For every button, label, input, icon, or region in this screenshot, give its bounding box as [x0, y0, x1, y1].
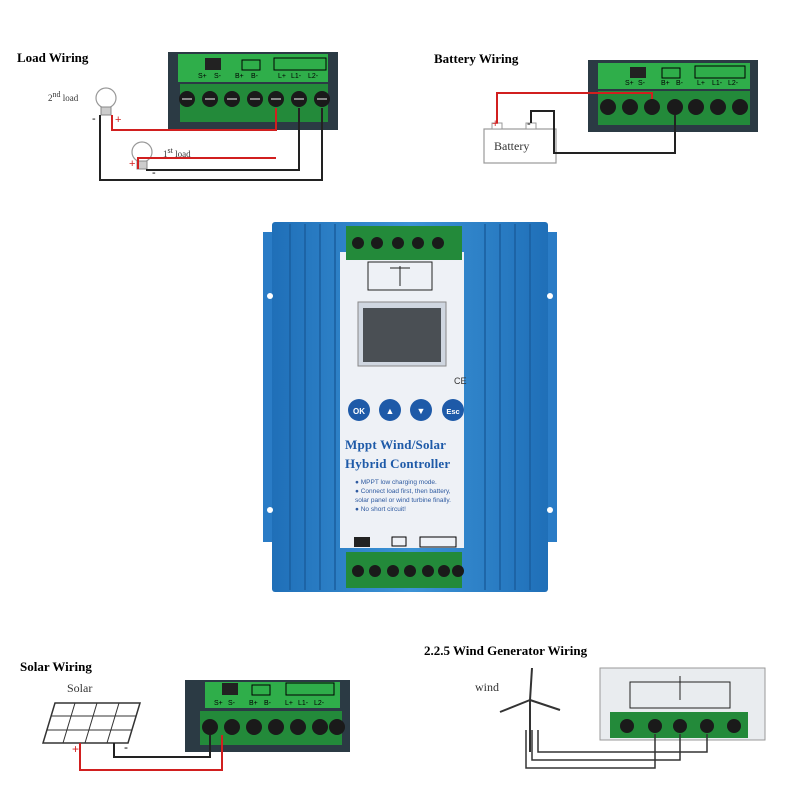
wind-wiring-title: 2.2.5 Wind Generator Wiring	[424, 643, 588, 658]
minus-sign: -	[124, 740, 128, 754]
first-load-label: 1st load	[163, 146, 191, 159]
wind-turbine-symbol	[629, 676, 731, 709]
terminal-label: L+	[285, 700, 293, 707]
lamp-icon	[285, 682, 335, 696]
product-name-line2: Hybrid Controller	[345, 456, 451, 471]
battery-icon	[661, 67, 681, 79]
lamp-icon	[694, 65, 746, 79]
battery-icon	[391, 536, 407, 547]
load-wiring-title: Load Wiring	[17, 50, 89, 65]
ok-button[interactable]: OK	[348, 399, 370, 421]
wind-turbine	[499, 667, 561, 752]
terminal-label: S-	[228, 700, 236, 707]
terminal-label: S-	[638, 80, 646, 87]
minus-sign: -	[527, 118, 531, 130]
battery-icon	[241, 59, 261, 71]
solar-wiring-diagram: S+ S- B+ B- L+ L1- L2- + -	[41, 680, 350, 771]
terminal-label: B-	[251, 73, 259, 80]
ce-mark: CE	[454, 376, 467, 386]
solar-panel-icon	[205, 58, 221, 70]
terminal-label: L1-	[291, 73, 302, 80]
terminal-label: L1-	[298, 700, 309, 707]
plus-sign: +	[72, 742, 79, 756]
battery-icon	[251, 684, 271, 696]
terminal-label: L+	[278, 73, 286, 80]
note-line: ● No short circuit!	[355, 506, 406, 513]
terminal-label: S+	[625, 80, 634, 87]
lamp-icon	[273, 57, 327, 71]
esc-button-label: Esc	[446, 407, 459, 416]
terminal-label: B+	[249, 700, 258, 707]
solar-panel-icon	[354, 537, 370, 547]
plus-sign: +	[129, 158, 135, 170]
minus-sign: -	[92, 113, 96, 125]
terminal-label: L1-	[712, 80, 723, 87]
terminal-label: S+	[198, 73, 207, 80]
second-load-label: 2nd load	[48, 90, 79, 103]
note-line: ● Connect load first, then battery,	[355, 488, 451, 495]
terminal-label: L+	[697, 80, 705, 87]
lamp-icon	[419, 536, 457, 548]
battery-wiring-title: Battery Wiring	[434, 51, 519, 66]
up-button[interactable]: ▲	[379, 399, 401, 421]
terminal-label: L2-	[728, 80, 739, 87]
solar-label: Solar	[67, 681, 93, 695]
minus-sign: -	[152, 167, 156, 179]
solar-panel-icon	[222, 683, 238, 695]
down-arrow-icon: ▼	[417, 406, 426, 416]
ok-button-label: OK	[353, 407, 365, 416]
product-name-line1: Mppt Wind/Solar	[345, 437, 447, 452]
plus-sign: +	[492, 118, 498, 130]
terminal-label: S-	[214, 73, 222, 80]
terminal-label: L2-	[314, 700, 325, 707]
terminal-label: B+	[661, 80, 670, 87]
wind-wiring-diagram	[499, 667, 766, 769]
controller-unit: CE OK ▲ ▼ Esc	[263, 222, 557, 592]
solar-panel	[41, 702, 142, 744]
note-line: solar panel or wind turbine finally.	[355, 497, 451, 504]
bulb-icon	[95, 87, 117, 109]
terminal-label: B+	[235, 73, 244, 80]
notes-block: ● MPPT low charging mode. ● Connect load…	[355, 478, 451, 514]
up-arrow-icon: ▲	[386, 406, 395, 416]
note-line: ● MPPT low charging mode.	[355, 479, 437, 486]
terminal-label: L2-	[308, 73, 319, 80]
battery-label: Battery	[494, 139, 530, 153]
plus-sign: +	[115, 114, 121, 126]
terminal-label: B-	[676, 80, 684, 87]
battery-wiring-diagram: S+ S- B+ B- L+ L1- L2- + -	[483, 60, 758, 164]
battery-device	[483, 128, 557, 164]
esc-button[interactable]: Esc	[442, 399, 464, 421]
terminal-label: S+	[214, 700, 223, 707]
down-button[interactable]: ▼	[410, 399, 432, 421]
solar-wiring-title: Solar Wiring	[20, 659, 92, 674]
solar-panel-icon	[630, 67, 646, 78]
wind-label: wind	[475, 680, 499, 694]
load-wiring-diagram: S+ S- B+ B- L+ L1- L2- - + - +	[92, 52, 338, 181]
wind-turbine-symbol	[367, 261, 433, 291]
terminal-label: B-	[264, 700, 272, 707]
